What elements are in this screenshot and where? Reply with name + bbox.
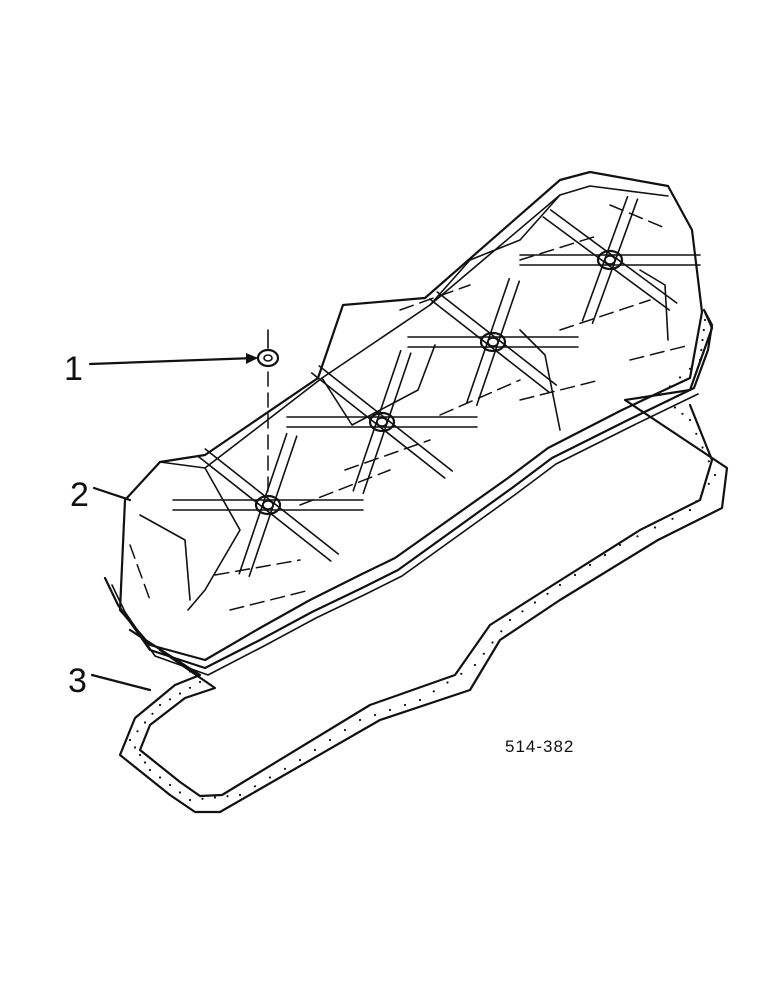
callout-1: 1 bbox=[64, 350, 83, 388]
leader-arrow-1 bbox=[246, 353, 258, 364]
stud-rib-pattern bbox=[519, 195, 701, 325]
stud-rib-pattern bbox=[407, 277, 579, 407]
callout-3: 3 bbox=[68, 662, 87, 700]
stud-rib-pattern bbox=[286, 349, 478, 495]
valve-cover bbox=[103, 170, 714, 676]
stud-rib-pattern bbox=[172, 432, 364, 578]
gasket bbox=[118, 310, 729, 814]
leader-line-1 bbox=[88, 356, 258, 366]
leader-line-3 bbox=[90, 673, 152, 692]
callout-leaders bbox=[88, 353, 258, 692]
callout-2: 2 bbox=[70, 476, 89, 514]
drawing-reference-number: 514-382 bbox=[505, 737, 574, 756]
leader-line-2 bbox=[92, 486, 132, 502]
